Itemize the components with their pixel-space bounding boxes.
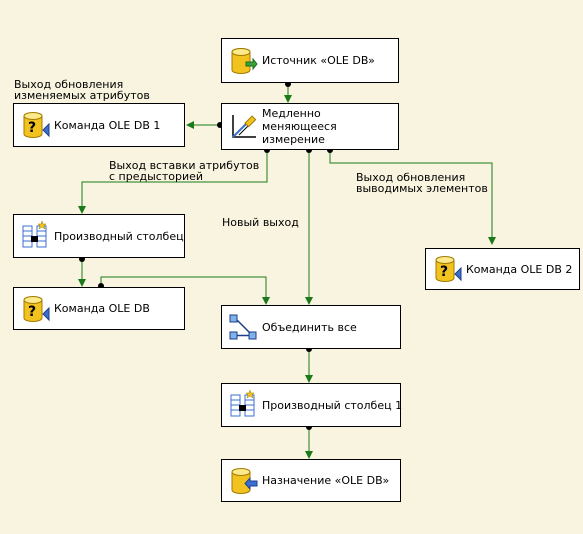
union-all-icon [229,314,257,340]
ole-db-command-icon: ? [435,256,462,282]
component-label: Назначение «OLE DB» [262,474,390,487]
component-label: Команда OLE DB [54,302,150,315]
slowly-changing-dimension-icon [232,114,257,138]
component-label: Команда OLE DB 2 [466,262,573,276]
svg-text:?: ? [440,264,448,280]
component-label: Производный столбец 1 [262,398,403,412]
svg-text:?: ? [28,120,36,136]
ole-db-source-icon [231,47,258,74]
component-label: Команда OLE DB 1 [54,118,161,132]
component-label: Источник «OLE DB» [262,54,375,67]
component-ole-db-command-1[interactable]: ? Команда OLE DB 1 [13,103,185,147]
component-ole-db-command-2[interactable]: ? Команда OLE DB 2 [425,248,580,290]
component-derived-column[interactable]: Производный столбец [13,214,185,258]
path-scd-to-derived[interactable] [78,150,268,214]
svg-text:?: ? [28,304,36,320]
ole-db-command-icon: ? [23,112,50,138]
ole-db-command-icon: ? [23,295,50,322]
ole-db-destination-icon [231,467,258,494]
caption-new-output: Новый выход [222,216,299,229]
derived-column-icon [22,221,47,248]
component-derived-column-1[interactable]: Производный столбец 1 [221,383,403,427]
path-cmd-to-union[interactable] [100,276,270,305]
component-label: Медленно меняющееся измерение [262,107,337,146]
component-label: Производный столбец [54,229,184,243]
caption-changing-attributes-output: Выход обновления изменяемых атрибутов [14,78,150,102]
component-slowly-changing-dimension[interactable]: Медленно меняющееся измерение [221,103,399,150]
component-ole-db-source[interactable]: Источник «OLE DB» [221,38,399,83]
component-union-all[interactable]: Объединить все [221,305,401,349]
path-scd-to-cmd2[interactable] [329,150,496,245]
component-label: Объединить все [262,320,357,334]
caption-inferred-members-output: Выход обновления выводимых элементов [356,171,488,195]
component-ole-db-command[interactable]: ? Команда OLE DB [13,287,185,330]
caption-historical-attributes-output: Выход вставки атрибутов с предысторией [109,159,260,183]
component-ole-db-destination[interactable]: Назначение «OLE DB» [221,459,401,502]
derived-column-icon [230,390,255,417]
